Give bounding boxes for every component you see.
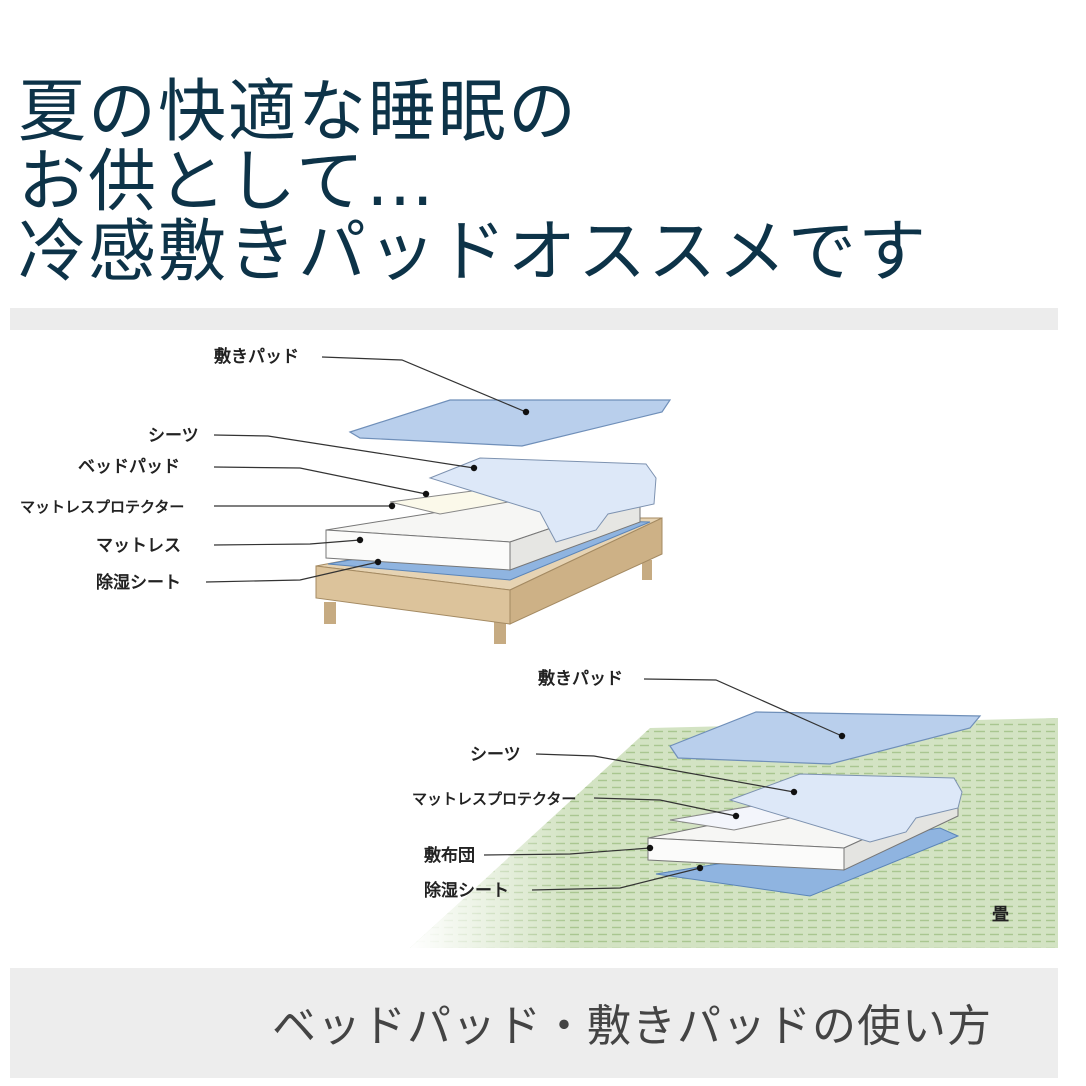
bed-shiki-pad xyxy=(348,399,672,447)
tatami-scene xyxy=(410,711,1058,948)
label-bed-mattress: マットレス xyxy=(96,536,181,556)
label-tatami: 畳 xyxy=(992,905,1009,925)
diagram-panel: 敷きパッド シーツ ベッドパッド マットレスプロテクター マットレス 除湿シート xyxy=(10,308,1058,966)
bed-leg-back-right xyxy=(642,560,652,580)
bedding-diagram: 敷きパッド シーツ ベッドパッド マットレスプロテクター マットレス 除湿シート xyxy=(20,346,1058,948)
label-tatami-mattress-protector: マットレスプロテクター xyxy=(412,790,576,808)
label-bed-mattress-protector: マットレスプロテクター xyxy=(20,498,184,516)
label-bed-sheets: シーツ xyxy=(148,426,199,446)
label-tatami-sheets: シーツ xyxy=(470,745,521,765)
headline-line-1: 夏の快適な睡眠の xyxy=(18,73,579,152)
label-tatami-futon: 敷布団 xyxy=(424,845,475,866)
bed-scene xyxy=(315,399,672,644)
headline-line-3: 冷感敷きパッドオススメです xyxy=(18,213,929,292)
headline-line-2: お供として… xyxy=(18,143,436,222)
tatami-shiki-pad xyxy=(669,711,982,765)
bed-sheets xyxy=(428,457,657,543)
bed-labels: 敷きパッド シーツ ベッドパッド マットレスプロテクター マットレス 除湿シート xyxy=(20,346,530,593)
label-bed-shiki-pad: 敷きパッド xyxy=(214,346,299,367)
diagram-top-bar xyxy=(10,308,1058,330)
label-bed-pad: ベッドパッド xyxy=(78,457,180,477)
headline: 夏の快適な睡眠の お供として… 冷感敷きパッドオススメです xyxy=(18,78,928,288)
caption-text: ベッドパッド・敷きパッドの使い方 xyxy=(272,1001,992,1052)
label-tatami-shiki-pad: 敷きパッド xyxy=(538,668,623,689)
bed-leg-front-right xyxy=(494,622,506,644)
caption-bar: ベッドパッド・敷きパッドの使い方 xyxy=(10,968,1058,1078)
bed-frame-side xyxy=(509,517,663,625)
label-tatami-dehumid-sheet: 除湿シート xyxy=(424,880,509,901)
bed-leg-front-left xyxy=(324,602,336,624)
tatami-labels: 敷きパッド シーツ マットレスプロテクター 敷布団 除湿シート 畳 xyxy=(412,668,1009,925)
label-bed-dehumid-sheet: 除湿シート xyxy=(96,572,181,593)
